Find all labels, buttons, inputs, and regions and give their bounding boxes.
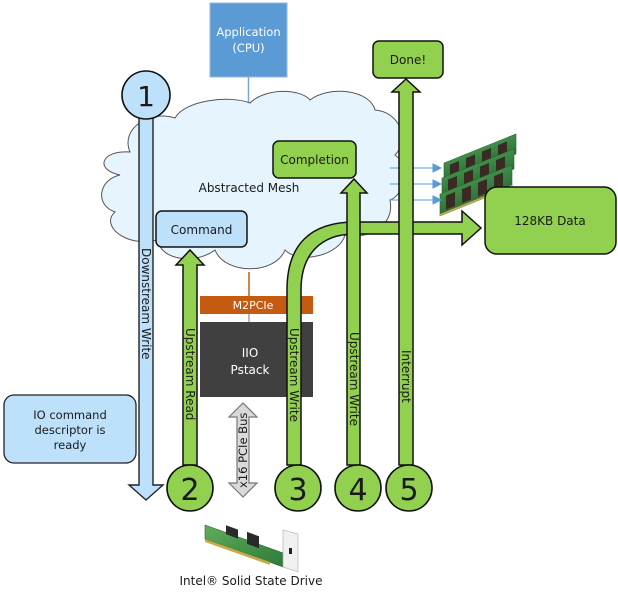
pcie-bus-label: x16 PCIe Bus <box>236 413 250 488</box>
completion-label: Completion <box>280 153 349 167</box>
application-cpu-box: Application (CPU) <box>209 2 288 78</box>
pcie-bus-arrow: x16 PCIe Bus <box>227 402 259 498</box>
done-label: Done! <box>390 53 426 67</box>
step-5-badge: 5 <box>385 464 433 512</box>
step-5-number: 5 <box>399 473 418 508</box>
step-1-number: 1 <box>137 80 155 113</box>
step-4-label: Upstream Write <box>347 332 361 426</box>
command-label: Command <box>171 223 233 237</box>
data-label: 128KB Data <box>514 214 585 228</box>
completion-box: Completion <box>272 140 357 179</box>
descriptor-line-1: IO command <box>33 408 107 422</box>
io-command-descriptor-note: IO command descriptor is ready <box>3 394 137 464</box>
step-3-upstream-write-arrow: Upstream Write <box>286 209 483 466</box>
ssd-card-image <box>204 524 299 573</box>
step-1-downstream-write-arrow: Downstream Write <box>127 117 165 501</box>
step-4-number: 4 <box>348 473 367 508</box>
iio-label: IIO <box>242 346 259 360</box>
memory-write-arrows <box>390 163 443 205</box>
command-box: Command <box>155 210 248 248</box>
step-5-interrupt-arrow: Interrupt <box>390 77 422 466</box>
step-2-number: 2 <box>180 473 199 508</box>
step-2-badge: 2 <box>166 464 214 512</box>
done-box: Done! <box>372 40 444 79</box>
ssd-label: Intel® Solid State Drive <box>179 574 322 588</box>
application-sub-label: (CPU) <box>232 41 264 55</box>
m2pcie-label: M2PCIe <box>233 299 274 312</box>
step-1-label: Downstream Write <box>139 248 153 360</box>
descriptor-line-2: descriptor is <box>34 423 105 437</box>
step-3-label: Upstream Write <box>287 328 301 422</box>
step-2-upstream-read-arrow: Upstream Read <box>174 248 206 466</box>
step-2-label: Upstream Read <box>183 328 197 420</box>
mesh-label: Abstracted Mesh <box>199 181 300 195</box>
step-4-badge: 4 <box>334 464 382 512</box>
step-4-upstream-write-arrow: Upstream Write <box>339 177 369 466</box>
pstack-label: Pstack <box>231 363 270 377</box>
m2pcie-block: M2PCIe <box>200 296 313 314</box>
step-5-label: Interrupt <box>399 350 413 403</box>
step-1-badge: 1 <box>121 70 171 120</box>
step-3-badge: 3 <box>274 464 322 512</box>
step-3-number: 3 <box>288 473 307 508</box>
descriptor-line-3: ready <box>54 438 87 452</box>
data-128kb-box: 128KB Data <box>484 186 617 255</box>
application-label: Application <box>216 25 280 39</box>
